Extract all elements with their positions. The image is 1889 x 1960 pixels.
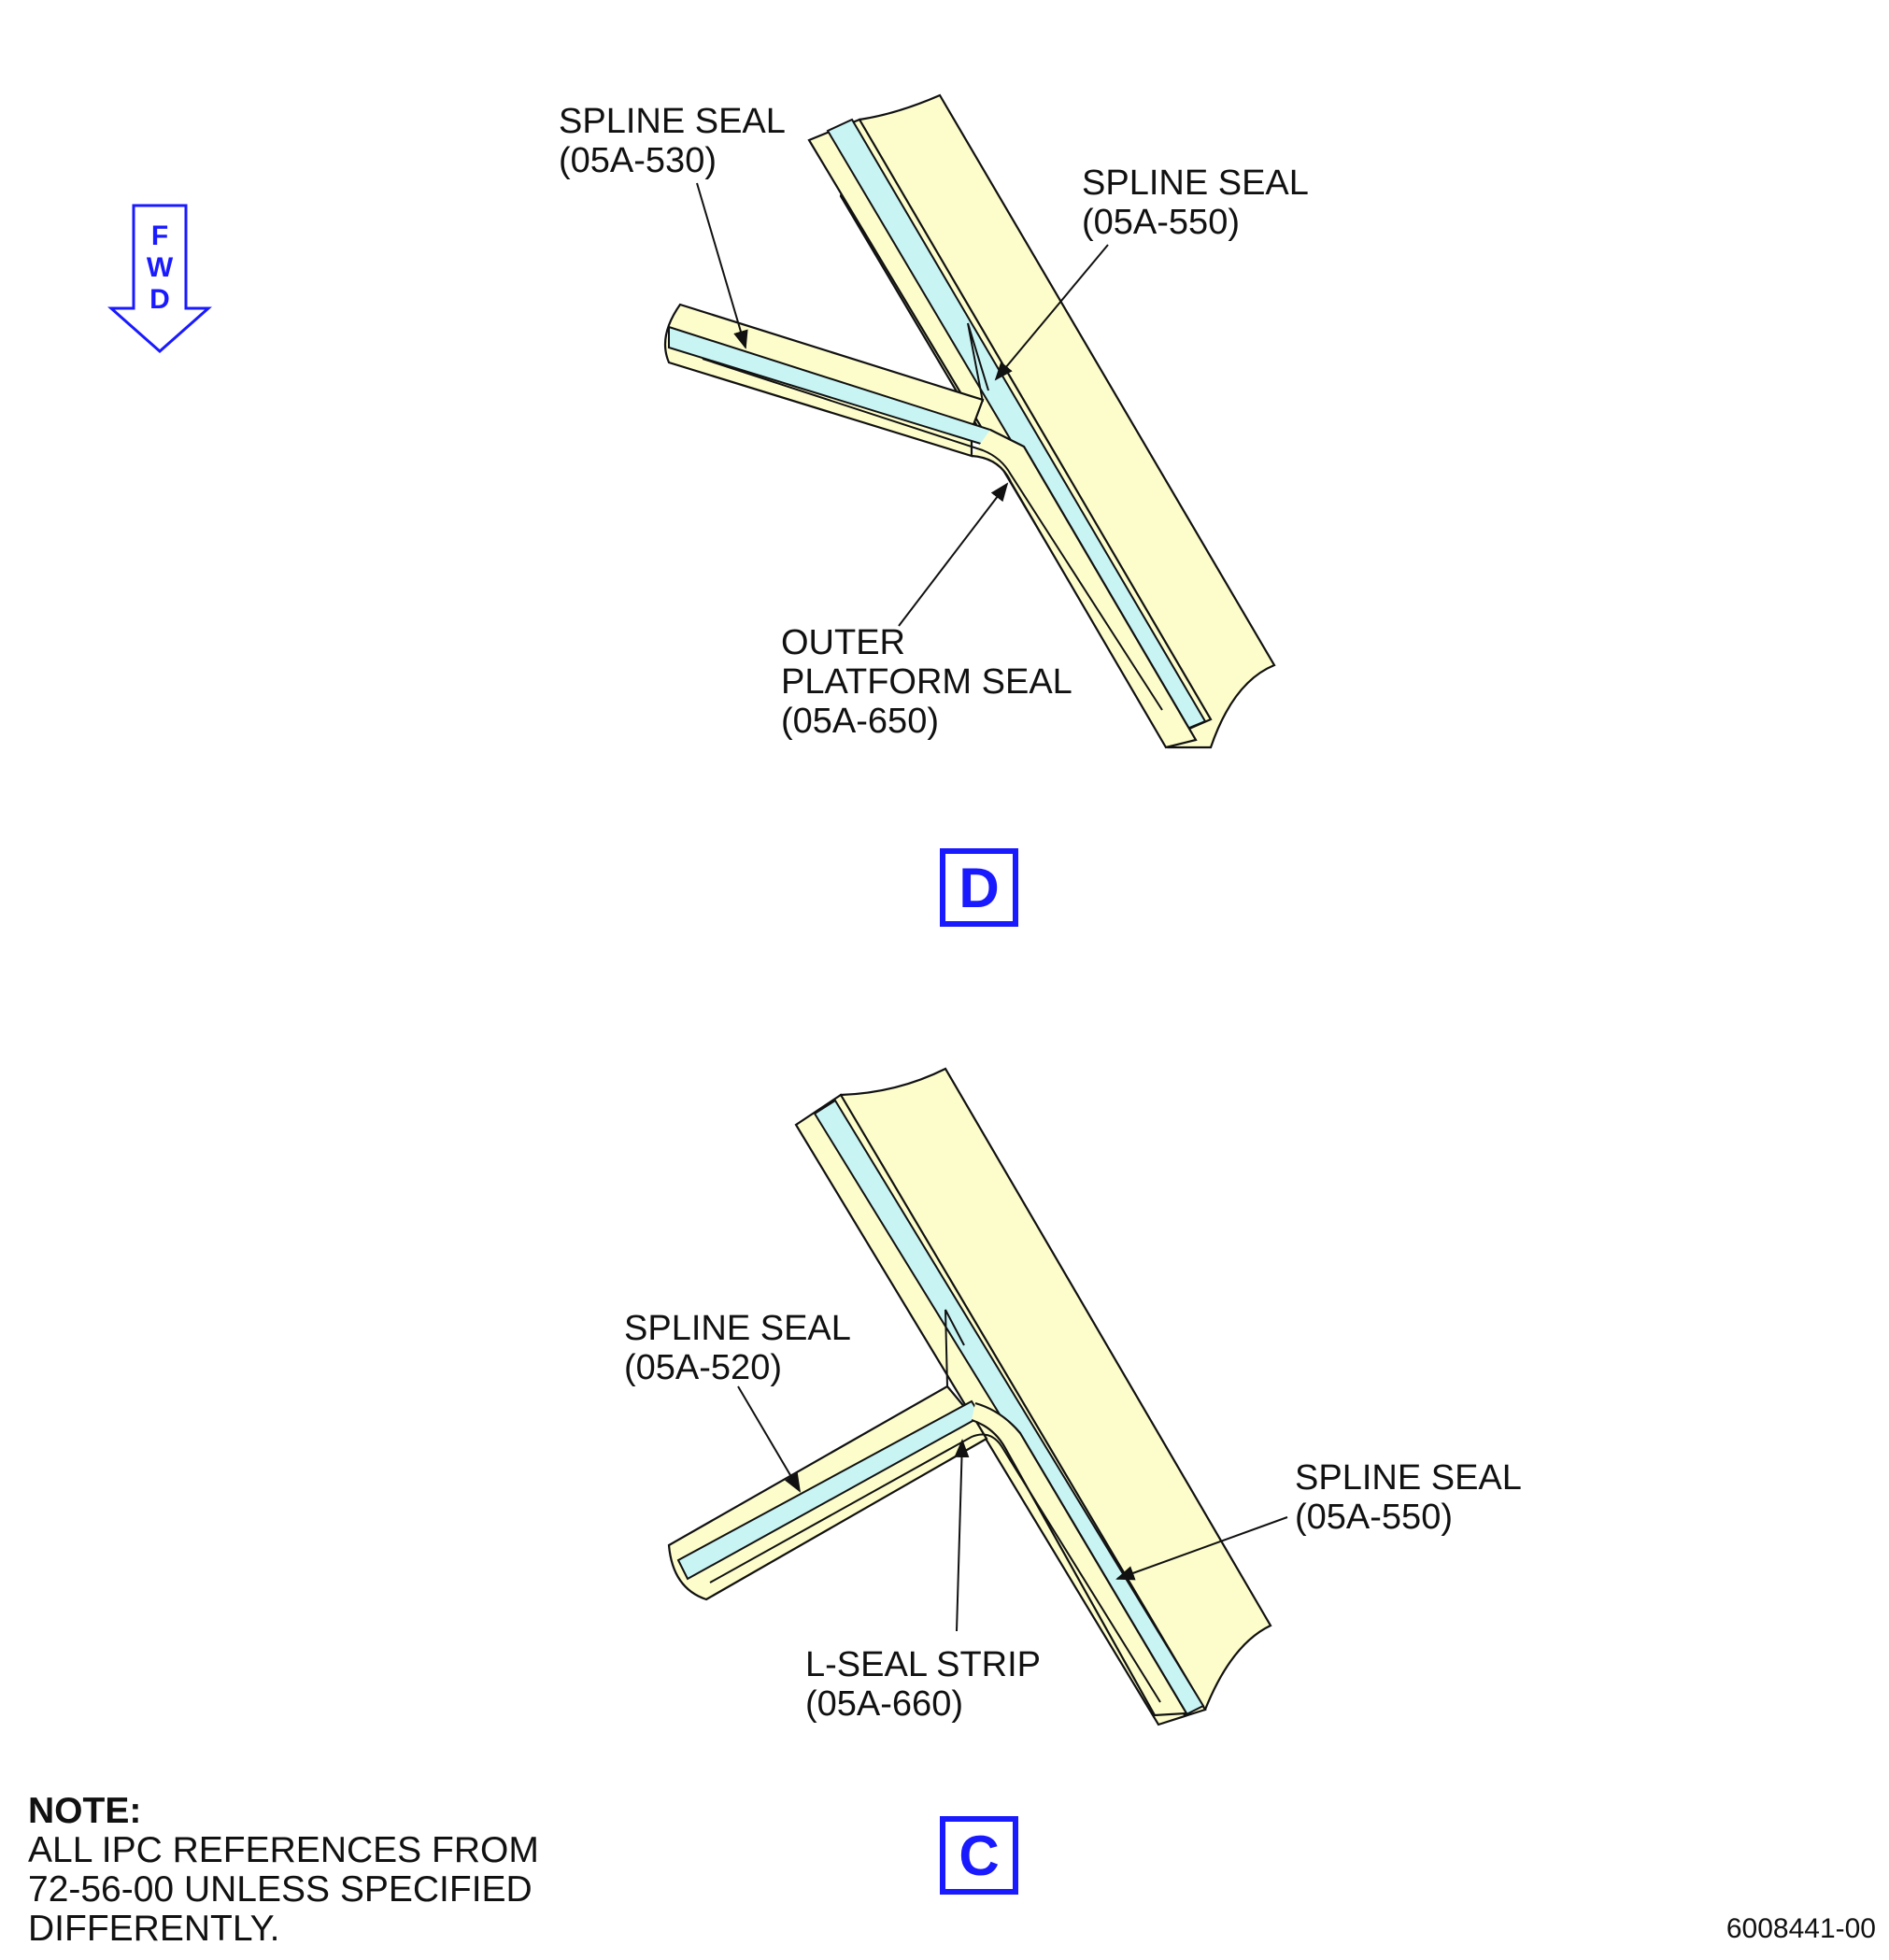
callout-c-660-line2: (05A-660) [805,1684,963,1724]
fwd-letter-d: D [149,284,170,315]
callout-d-550-line2: (05A-550) [1082,203,1240,242]
note-line-1: ALL IPC REFERENCES FROM [28,1830,539,1870]
fwd-letter-f: F [151,220,168,251]
callout-c-550-line2: (05A-550) [1295,1498,1453,1537]
callout-c-520-line2: (05A-520) [624,1348,782,1387]
view-c-label: C [940,1816,1018,1895]
callout-c-520-line1: SPLINE SEAL [624,1309,851,1348]
leader-d-650 [898,482,1009,627]
leader-c-550 [1115,1516,1288,1581]
note-title: NOTE: [28,1791,142,1831]
vane-outer-part-c [820,1067,1272,1717]
callout-d-550-line1: SPLINE SEAL [1082,163,1309,203]
fwd-letter-w: W [147,252,174,283]
callout-d-650-line3: (05A-650) [781,702,939,741]
callout-c-660-line1: L-SEAL STRIP [805,1645,1041,1684]
fwd-arrow-icon: F W D [107,204,212,354]
callout-d-530-line1: SPLINE SEAL [559,102,786,141]
leader-c-660 [954,1439,970,1632]
note-line-2: 72-56-00 UNLESS SPECIFIED [28,1869,533,1910]
view-d-label: D [940,848,1018,927]
callout-d-530-line2: (05A-530) [559,141,717,180]
callout-d-650-line1: OUTER [781,623,905,662]
leader-c-520 [737,1385,802,1493]
callout-c-550-line1: SPLINE SEAL [1295,1458,1522,1498]
vane-outer-part-d [839,93,1276,749]
callout-d-650-line2: PLATFORM SEAL [781,662,1072,702]
view-c-drawing [667,1067,1272,1726]
figure-id: 6008441-00 [1726,1913,1876,1944]
leader-d-550 [994,244,1109,381]
leader-d-530 [696,182,748,349]
note-line-3: DIFFERENTLY. [28,1909,280,1949]
view-d-drawing [663,93,1276,749]
note-block: NOTE: ALL IPC REFERENCES FROM 72-56-00 U… [28,1792,539,1949]
